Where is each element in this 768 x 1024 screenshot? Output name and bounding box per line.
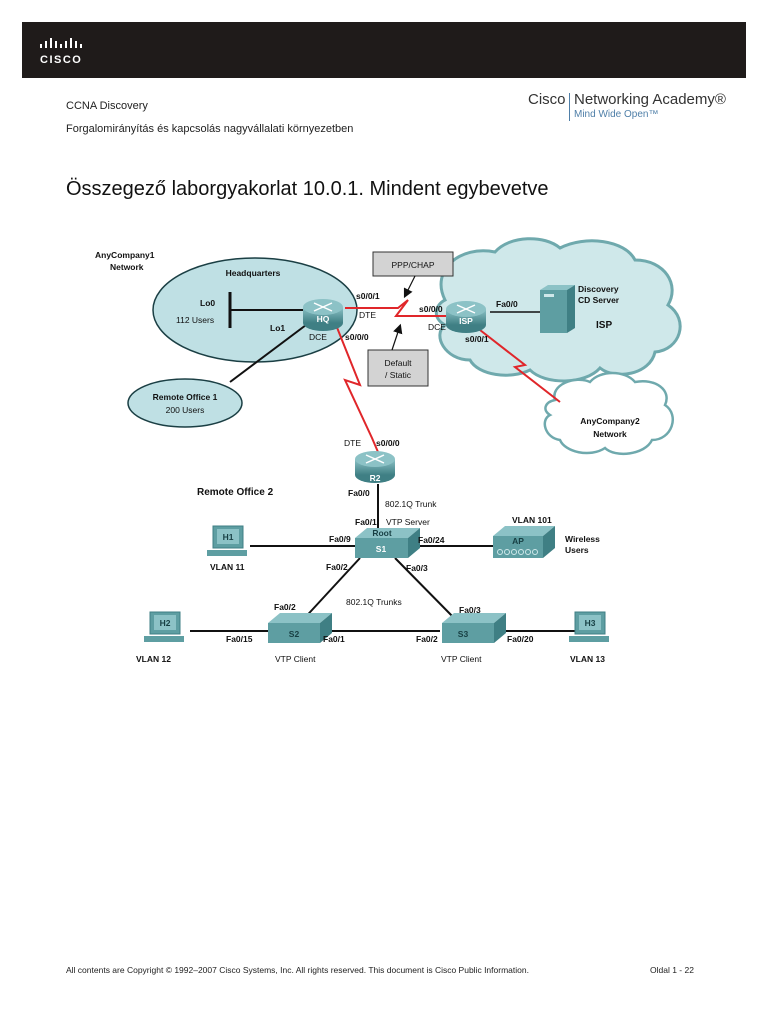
s2-label: S2 xyxy=(289,629,300,639)
s1-vtp-label: VTP Server xyxy=(386,517,430,527)
trunks-label: 802.1Q Trunks xyxy=(346,597,402,607)
r2-dte-label: DTE xyxy=(344,438,361,448)
anycompany2-network-label: Network xyxy=(593,429,627,439)
isp-s001-label: s0/0/1 xyxy=(465,334,489,344)
s1-fa024-label: Fa0/24 xyxy=(418,535,445,545)
footer-copyright: All contents are Copyright © 1992–2007 C… xyxy=(66,965,529,975)
s3-fa03-label: Fa0/3 xyxy=(459,605,481,615)
s1-fa09-label: Fa0/9 xyxy=(329,534,351,544)
serial-link-hq-isp xyxy=(345,299,455,317)
academy-cisco: Cisco xyxy=(528,91,566,108)
default-static-callout xyxy=(367,349,429,387)
academy-name: Networking Academy® xyxy=(574,91,726,108)
r2-label: R2 xyxy=(370,473,381,483)
h2-vlan-label: VLAN 12 xyxy=(136,654,171,664)
h1-label: H1 xyxy=(223,532,234,542)
lo0-label: Lo0 xyxy=(200,298,215,308)
s1-fa02-label: Fa0/2 xyxy=(326,562,348,572)
s2-fa015-label: Fa0/15 xyxy=(226,634,253,644)
lo1-link xyxy=(229,321,311,383)
access-point[interactable]: AP xyxy=(493,526,555,558)
hq-dce-label: DCE xyxy=(309,332,327,342)
r2-fa00-label: Fa0/0 xyxy=(348,488,370,498)
s1-fa03-label: Fa0/3 xyxy=(406,563,428,573)
page-title: Összegező laborgyakorlat 10.0.1. Mindent… xyxy=(66,178,549,200)
s1-label: S1 xyxy=(376,544,387,554)
r2-s000-label: s0/0/0 xyxy=(376,438,400,448)
isp-router-label: ISP xyxy=(459,316,473,326)
course-subtitle: Forgalomirányítás és kapcsolás nagyválla… xyxy=(66,123,354,135)
default-label: Default xyxy=(385,358,413,368)
s2-fa02-label: Fa0/2 xyxy=(274,602,296,612)
ppp-chap-callout xyxy=(372,251,454,277)
anycompany2-label: AnyCompany2 xyxy=(580,416,640,426)
hq-dte-label: DTE xyxy=(359,310,376,320)
isp-s000-label: s0/0/0 xyxy=(419,304,443,314)
users-label: Users xyxy=(565,545,589,555)
hq-users-label: 112 Users xyxy=(176,315,214,325)
default-arrow xyxy=(391,323,403,351)
hq-s001-label: s0/0/1 xyxy=(356,291,380,301)
isp-dce-label: DCE xyxy=(428,322,446,332)
academy-tagline: Mind Wide Open™ xyxy=(574,109,659,120)
s1-s3-trunk xyxy=(394,557,459,623)
host-h2[interactable]: H2 xyxy=(144,611,184,642)
wireless-label: Wireless xyxy=(565,534,600,544)
router-r2[interactable]: R2 xyxy=(355,451,395,483)
isp-cloud-label: ISP xyxy=(596,320,612,331)
ap-vlan-label: VLAN 101 xyxy=(512,515,552,525)
switch-s1[interactable]: Root S1 xyxy=(355,528,420,558)
headquarters-label: Headquarters xyxy=(226,268,281,278)
anycompany2-cloud xyxy=(543,371,674,456)
academy-separator xyxy=(569,93,570,121)
s2-vtp-label: VTP Client xyxy=(275,654,316,664)
discovery-server[interactable] xyxy=(540,285,575,333)
ppp-chap-label: PPP/CHAP xyxy=(392,260,435,270)
h2-label: H2 xyxy=(160,618,171,628)
ppp-arrow xyxy=(403,275,416,299)
router-hq[interactable]: HQ xyxy=(303,299,343,331)
serial-link-isp-ac2 xyxy=(479,329,561,403)
ap-label: AP xyxy=(512,536,524,546)
header-bar: CISCO xyxy=(22,22,746,78)
s3-vtp-label: VTP Client xyxy=(441,654,482,664)
server-label-1: Discovery xyxy=(578,284,619,294)
trunk-label: 802.1Q Trunk xyxy=(385,499,437,509)
switch-s3[interactable]: S3 xyxy=(442,613,506,643)
s2-fa01-label: Fa0/1 xyxy=(323,634,345,644)
hq-s000-label: s0/0/0 xyxy=(345,332,369,342)
anycompany1-label: AnyCompany1 xyxy=(95,250,155,260)
s3-fa020-label: Fa0/20 xyxy=(507,634,534,644)
h3-vlan-label: VLAN 13 xyxy=(570,654,605,664)
static-label: / Static xyxy=(385,370,412,380)
remote-office1-users: 200 Users xyxy=(166,405,205,415)
hq-label: HQ xyxy=(317,314,330,324)
remote-office2-label: Remote Office 2 xyxy=(197,487,274,498)
network-topology-diagram: PPP/CHAP Default / Static HQ ISP R2 xyxy=(95,237,682,664)
s3-label: S3 xyxy=(458,629,469,639)
s3-fa02-label: Fa0/2 xyxy=(416,634,438,644)
h3-label: H3 xyxy=(585,618,596,628)
anycompany1-network-label: Network xyxy=(110,262,144,272)
remote-office1-label: Remote Office 1 xyxy=(153,392,218,402)
s1-root-label: Root xyxy=(372,528,392,538)
s1-s2-trunk xyxy=(299,557,361,624)
server-label-2: CD Server xyxy=(578,295,620,305)
host-h1[interactable]: H1 xyxy=(207,525,247,556)
host-h3[interactable]: H3 xyxy=(569,611,609,642)
lo1-label: Lo1 xyxy=(270,323,285,333)
cisco-logo-icon xyxy=(40,38,82,48)
switch-s2[interactable]: S2 xyxy=(268,613,332,643)
serial-link-hq-r2 xyxy=(335,324,379,453)
page-number: Oldal 1 - 22 xyxy=(650,965,694,975)
s1-fa01-label: Fa0/1 xyxy=(355,517,377,527)
cisco-wordmark: CISCO xyxy=(40,54,83,66)
router-isp[interactable]: ISP xyxy=(446,301,486,333)
isp-fa00-label: Fa0/0 xyxy=(496,299,518,309)
remote-office1-area xyxy=(127,378,243,428)
course-name: CCNA Discovery xyxy=(66,100,148,112)
h1-vlan-label: VLAN 11 xyxy=(210,562,245,572)
